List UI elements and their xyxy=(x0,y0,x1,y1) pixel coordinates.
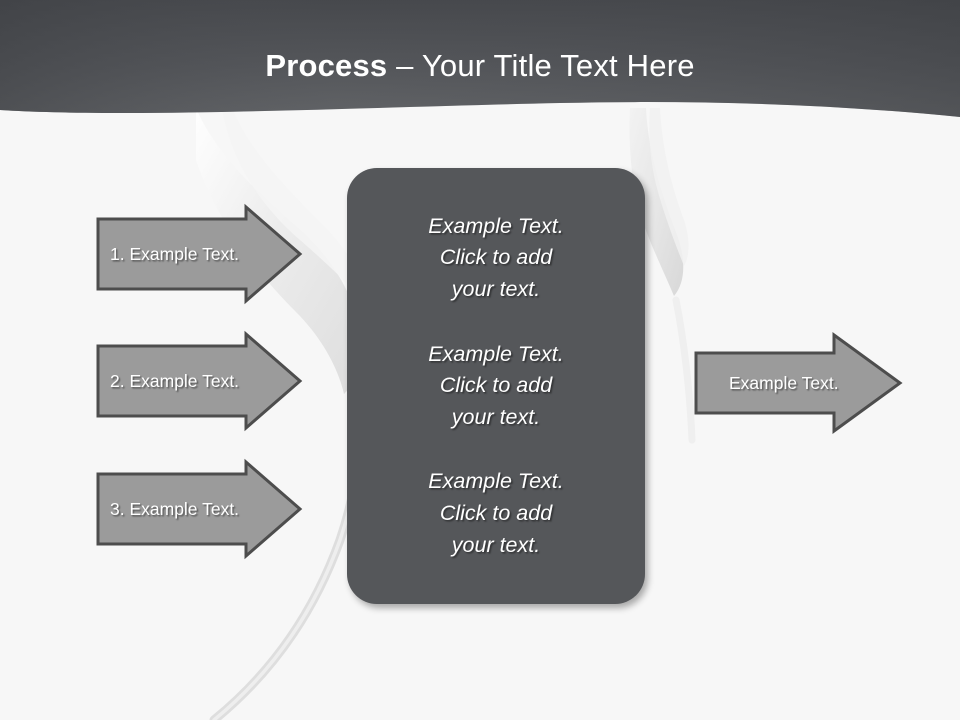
page-title-rest: – Your Title Text Here xyxy=(387,48,695,83)
page-title: Process – Your Title Text Here xyxy=(0,50,960,81)
process-step-arrow-1[interactable]: 1. Example Text. xyxy=(96,203,303,305)
process-outcome-arrow[interactable]: Example Text. xyxy=(694,332,903,434)
process-detail-paragraph-2: Example Text. Click to add your text. xyxy=(428,341,564,429)
process-step-arrow-3[interactable]: 3. Example Text. xyxy=(96,458,303,560)
process-detail-box[interactable]: Example Text. Click to add your text. Ex… xyxy=(347,168,645,604)
slide-header: Process – Your Title Text Here xyxy=(0,0,960,130)
process-step-arrow-2[interactable]: 2. Example Text. xyxy=(96,330,303,432)
process-detail-paragraph-3: Example Text. Click to add your text. xyxy=(428,469,564,557)
page-title-emphasis: Process xyxy=(265,48,388,83)
process-detail-paragraph-1: Example Text. Click to add your text. xyxy=(428,213,564,302)
